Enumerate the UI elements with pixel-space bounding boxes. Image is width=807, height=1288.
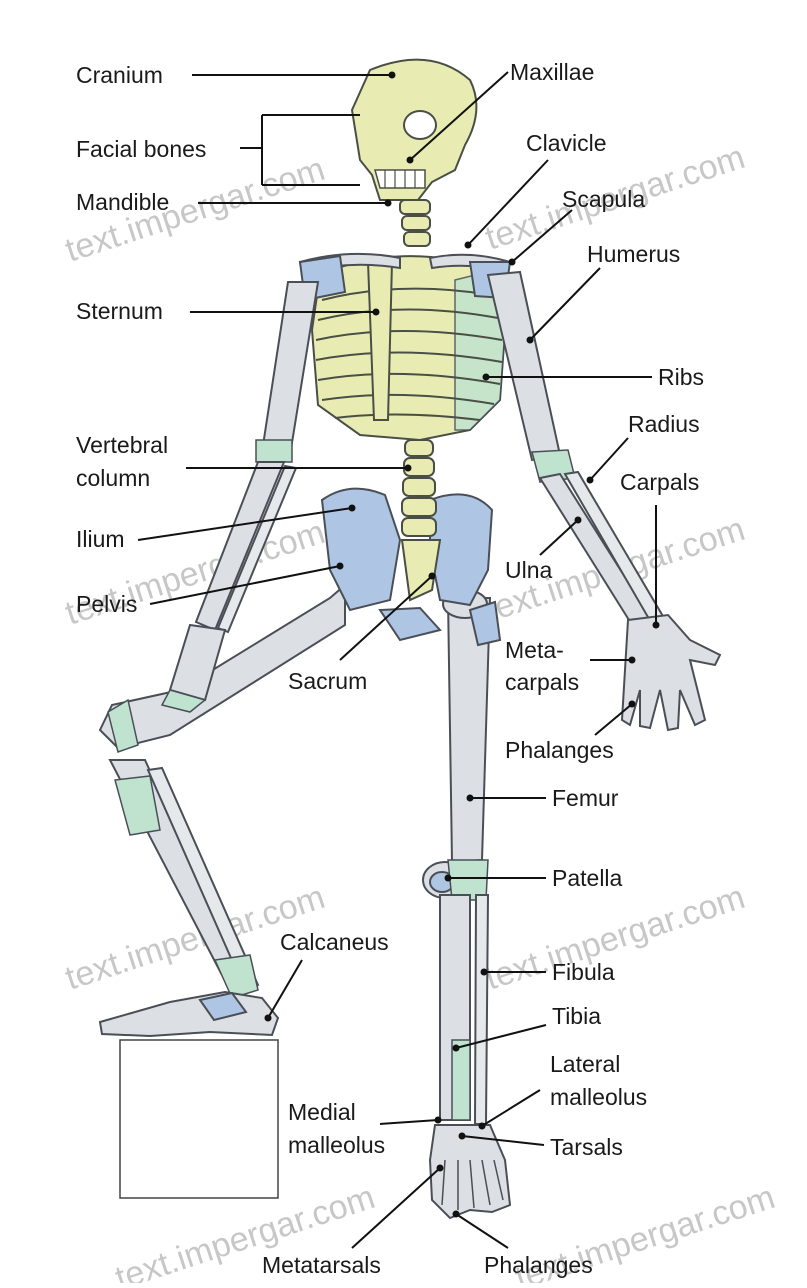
label-ulna: Ulna bbox=[505, 557, 553, 583]
fibula-straight bbox=[475, 895, 488, 1124]
pubis bbox=[380, 608, 440, 640]
label-medial-malleolus-2: malleolus bbox=[288, 1132, 385, 1158]
label-phalanges-foot: Phalanges bbox=[484, 1252, 593, 1278]
label-sternum: Sternum bbox=[76, 298, 163, 324]
label-sacrum: Sacrum bbox=[288, 668, 367, 694]
label-tarsals: Tarsals bbox=[550, 1134, 623, 1160]
label-humerus: Humerus bbox=[587, 241, 680, 267]
eye-socket bbox=[404, 111, 436, 139]
label-clavicle: Clavicle bbox=[526, 130, 607, 156]
humerus-left bbox=[262, 282, 318, 455]
label-vertebral-column-1: Vertebral bbox=[76, 432, 168, 458]
label-medial-malleolus-1: Medial bbox=[288, 1099, 356, 1125]
label-tibia: Tibia bbox=[552, 1003, 601, 1029]
leader-humerus bbox=[530, 268, 600, 340]
leader-phalanges-foot bbox=[456, 1214, 508, 1248]
label-patella: Patella bbox=[552, 865, 623, 891]
label-ilium: Ilium bbox=[76, 526, 125, 552]
label-mandible: Mandible bbox=[76, 189, 169, 215]
label-cranium: Cranium bbox=[76, 62, 163, 88]
label-calcaneus: Calcaneus bbox=[280, 929, 389, 955]
label-lateral-malleolus-1: Lateral bbox=[550, 1051, 620, 1077]
label-metacarpals-1: Meta- bbox=[505, 637, 564, 663]
ankle-cartilage-straight bbox=[452, 1040, 470, 1120]
label-pelvis: Pelvis bbox=[76, 591, 137, 617]
leader-lateral-malleolus bbox=[482, 1090, 540, 1126]
ilium-left bbox=[322, 489, 400, 610]
label-vertebral-column-2: column bbox=[76, 465, 150, 491]
label-metatarsals: Metatarsals bbox=[262, 1252, 381, 1278]
leader-calcaneus bbox=[268, 960, 302, 1018]
watermark-6: text.impergar.com bbox=[481, 878, 750, 998]
leader-ulna bbox=[540, 520, 578, 555]
label-lateral-malleolus-2: malleolus bbox=[550, 1084, 647, 1110]
label-scapula: Scapula bbox=[562, 186, 645, 212]
elbow-left bbox=[256, 440, 292, 462]
label-radius: Radius bbox=[628, 411, 700, 437]
foot-bent bbox=[100, 992, 278, 1036]
label-facial-bones: Facial bones bbox=[76, 136, 206, 162]
label-metacarpals-2: carpals bbox=[505, 669, 579, 695]
ankle-cartilage-bent bbox=[215, 955, 258, 998]
sacrum-bone bbox=[402, 540, 440, 600]
label-phalanges-hand: Phalanges bbox=[505, 737, 614, 763]
hand-right bbox=[622, 615, 720, 730]
label-ribs: Ribs bbox=[658, 364, 704, 390]
support-box bbox=[120, 1040, 278, 1198]
label-carpals: Carpals bbox=[620, 469, 699, 495]
label-femur: Femur bbox=[552, 785, 619, 811]
label-fibula: Fibula bbox=[552, 959, 615, 985]
label-maxillae: Maxillae bbox=[510, 59, 594, 85]
leader-medial-malleolus bbox=[380, 1120, 438, 1124]
teeth bbox=[375, 170, 425, 188]
